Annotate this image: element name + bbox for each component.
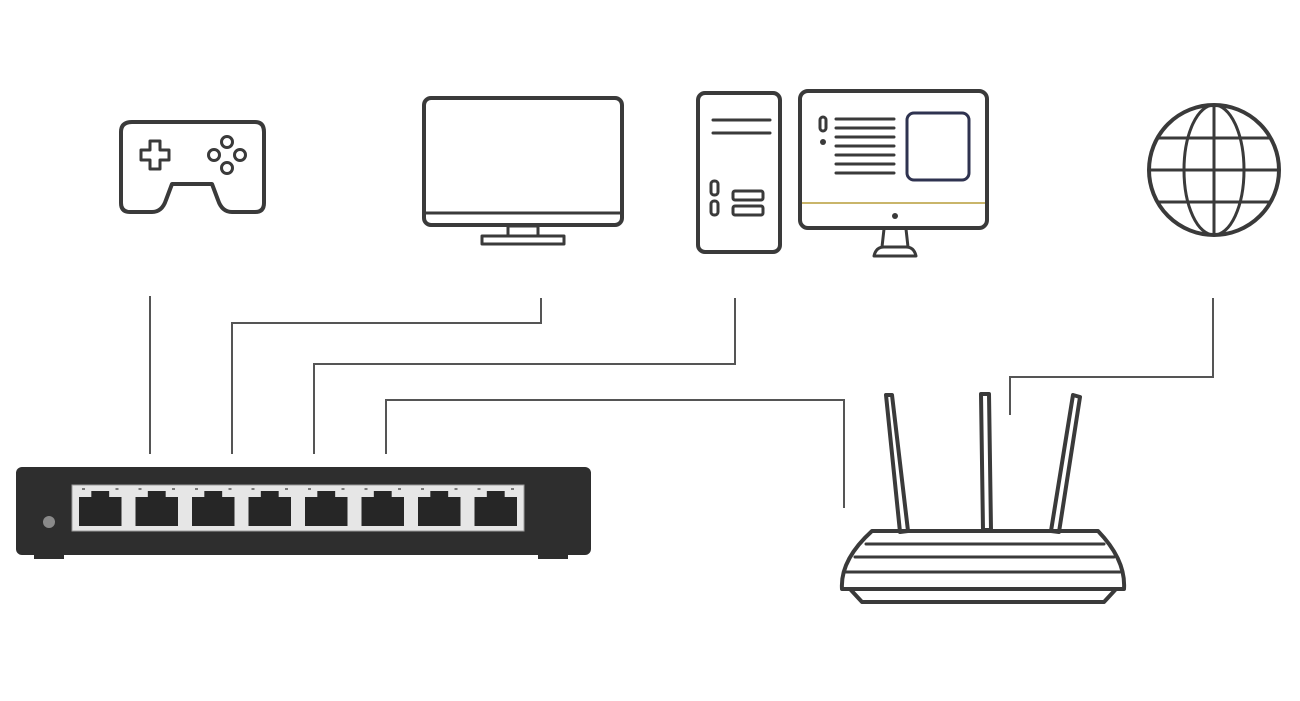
port-led xyxy=(138,488,142,490)
router-icon xyxy=(839,392,1127,604)
port-led xyxy=(115,488,119,490)
port-led xyxy=(172,488,175,490)
port-led xyxy=(251,488,255,490)
ethernet-port xyxy=(418,491,461,526)
port-led xyxy=(308,488,311,490)
ethernet-port xyxy=(192,491,235,526)
cable-globe-to-router xyxy=(1009,298,1214,415)
ethernet-port xyxy=(361,491,404,526)
switch-icon xyxy=(16,467,591,559)
port-led xyxy=(341,488,345,490)
port-led xyxy=(285,488,288,490)
ethernet-port xyxy=(135,491,178,526)
port-led xyxy=(421,488,424,490)
ethernet-port xyxy=(474,491,517,526)
ethernet-port xyxy=(305,491,348,526)
port-group xyxy=(79,488,517,526)
port-led xyxy=(454,488,458,490)
cable-tv-to-switch xyxy=(231,298,542,454)
cable-pc-to-switch xyxy=(313,298,736,454)
port-led xyxy=(82,488,85,490)
tv-icon xyxy=(422,96,624,246)
cable-router-to-switch xyxy=(385,399,845,508)
gamepad-icon xyxy=(119,120,266,214)
port-led xyxy=(195,488,198,490)
port-led xyxy=(228,488,232,490)
ethernet-port xyxy=(79,491,122,526)
cables xyxy=(149,296,1214,508)
port-led xyxy=(364,488,368,490)
ethernet-port xyxy=(248,491,291,526)
globe-icon xyxy=(1147,103,1281,237)
port-led xyxy=(477,488,481,490)
port-led xyxy=(511,488,514,490)
port-led xyxy=(398,488,401,490)
desktop-pc-icon xyxy=(696,89,989,258)
